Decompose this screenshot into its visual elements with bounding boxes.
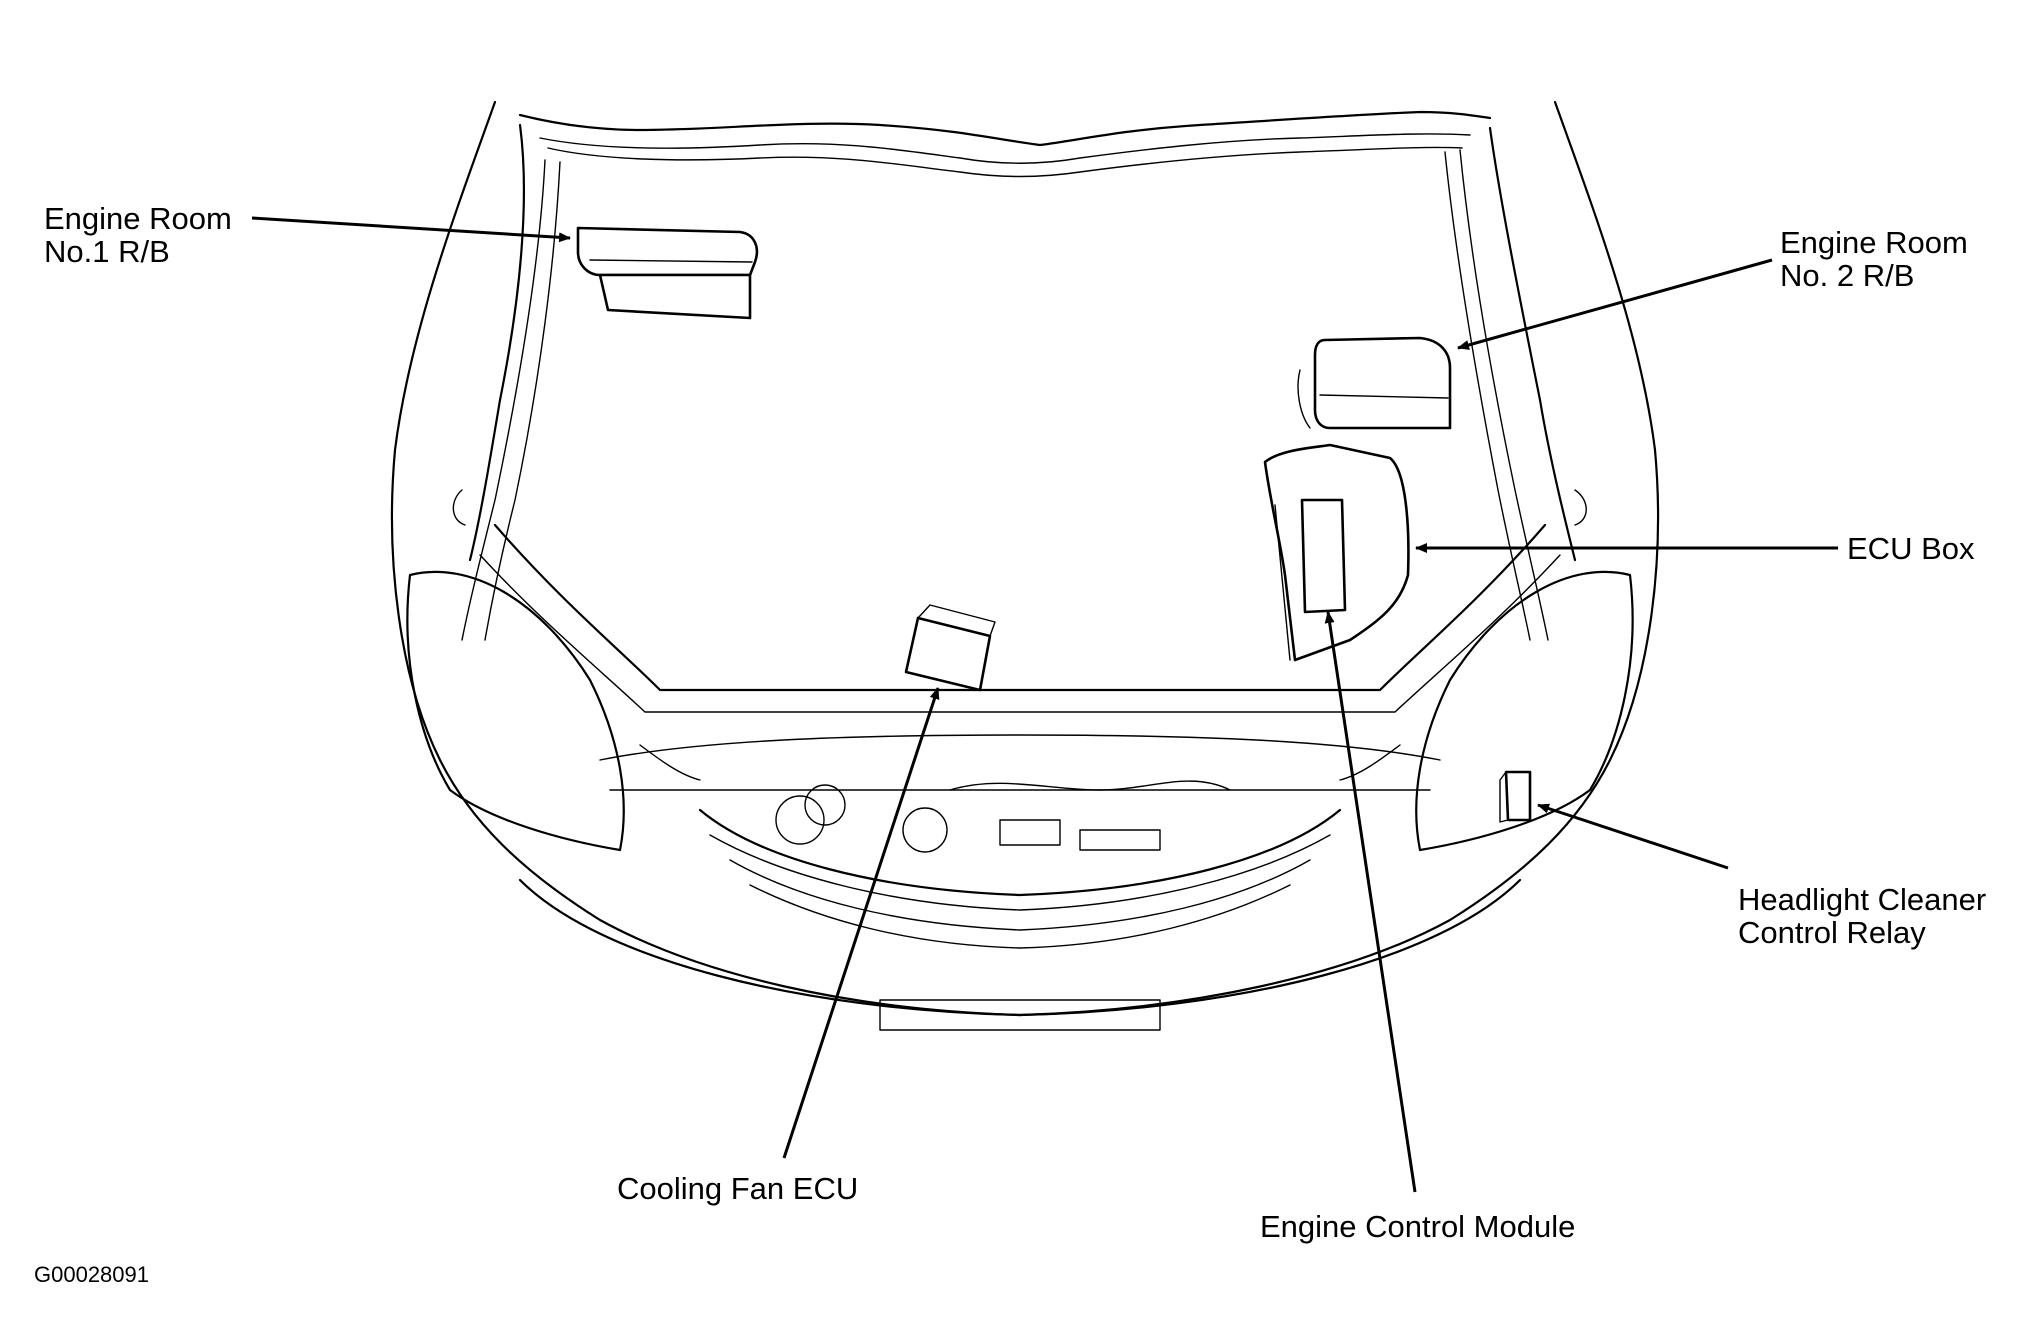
label-engine-room-no1-line2: No.1 R/B [44,234,170,269]
car-body-outline [390,100,1660,1031]
label-headlight-cleaner-control-relay: Headlight Cleaner Control Relay [1738,883,1986,949]
figure-code: G00028091 [34,1262,149,1287]
label-engine-room-no1-rb: Engine Room No.1 R/B [44,202,232,268]
label-engine-control-module: Engine Control Module [1260,1209,1576,1244]
label-engine-room-no2-line2: No. 2 R/B [1780,258,1915,293]
label-headlight-cleaner-line1: Headlight Cleaner [1738,882,1987,917]
leader-engine-room-no2 [1457,258,1773,350]
leader-headlight-cleaner [1537,803,1729,870]
leader-engine-control-module [1324,611,1417,1193]
engine-room-no1-rb-part [576,226,759,320]
label-engine-room-no2-rb: Engine Room No. 2 R/B [1780,226,1968,292]
label-ecu-box: ECU Box [1847,531,1975,566]
cooling-fan-ecu-part [904,604,996,692]
leader-lines [251,216,1838,1193]
headlight-cleaner-relay-part [1499,770,1532,823]
leader-engine-room-no1 [251,216,571,243]
label-cooling-fan-ecu: Cooling Fan ECU [617,1171,859,1206]
label-engine-room-no2-line1: Engine Room [1780,225,1968,260]
label-engine-room-no1-line1: Engine Room [44,201,232,236]
leader-cooling-fan-ecu [782,687,940,1159]
ecu-box-part [1263,443,1410,662]
engine-room-no2-rb-part [1297,336,1452,430]
label-headlight-cleaner-line2: Control Relay [1738,915,1926,950]
